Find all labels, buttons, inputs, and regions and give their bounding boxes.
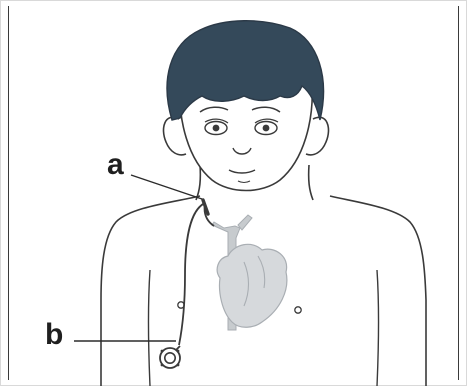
right-pupil — [263, 125, 270, 132]
right-arm-crease — [377, 270, 379, 386]
left-pupil — [213, 125, 220, 132]
jugular-vessel — [238, 215, 252, 230]
port-device — [160, 346, 180, 368]
catheter-tube — [179, 203, 214, 345]
heart — [217, 244, 287, 327]
label-b: b — [45, 320, 63, 350]
leader-line-a — [131, 175, 202, 199]
label-a: a — [107, 150, 124, 180]
left-arm-crease — [149, 270, 151, 386]
right-nipple — [295, 307, 301, 313]
catheter-entry — [203, 200, 208, 214]
